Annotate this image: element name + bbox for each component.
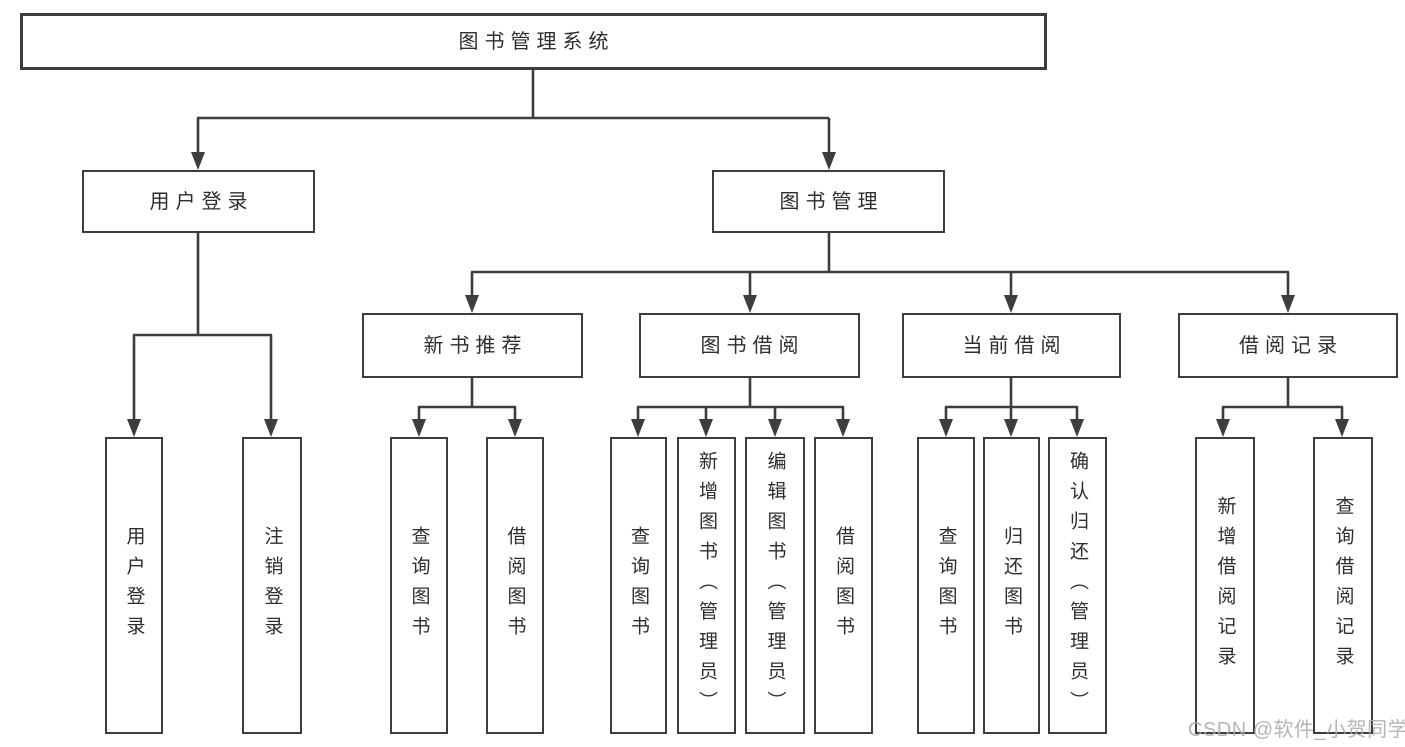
node-current-borrowing: 当前借阅 [902, 313, 1121, 378]
watermark-text: CSDN @软件_小贺同学 [1188, 719, 1405, 741]
leaf-borrowing-edit-books-admin: 编辑图书（管理员） [745, 437, 805, 734]
leaf-user-login-label: 用户登录 [123, 525, 145, 646]
leaf-borrowing-add-books-admin: 新增图书（管理员） [677, 437, 736, 734]
leaf-records-query-record-label: 查询借阅记录 [1332, 495, 1354, 676]
leaf-recommend-query-books: 查询图书 [390, 437, 448, 734]
leaf-borrowing-query-books: 查询图书 [610, 437, 667, 734]
leaf-user-login: 用户登录 [105, 437, 163, 734]
node-borrow-records-label: 借阅记录 [1239, 334, 1343, 357]
leaf-recommend-borrow-books: 借阅图书 [486, 437, 544, 734]
node-user-login: 用户登录 [82, 170, 315, 233]
leaf-records-add-record: 新增借阅记录 [1195, 437, 1255, 734]
leaf-current-query-books-label: 查询图书 [935, 525, 957, 646]
node-book-borrowing: 图书借阅 [639, 313, 860, 378]
leaf-borrowing-borrow-books: 借阅图书 [814, 437, 873, 734]
leaf-records-add-record-label: 新增借阅记录 [1214, 495, 1236, 676]
leaf-borrowing-edit-books-admin-label: 编辑图书（管理员） [764, 450, 786, 721]
leaf-logout-label: 注销登录 [261, 525, 283, 646]
leaf-records-query-record: 查询借阅记录 [1313, 437, 1373, 734]
leaf-logout: 注销登录 [242, 437, 302, 734]
leaf-current-return-books-label: 归还图书 [1001, 525, 1022, 646]
node-new-book-recommend-label: 新书推荐 [423, 334, 528, 357]
leaf-current-query-books: 查询图书 [917, 437, 975, 734]
leaf-current-return-books: 归还图书 [983, 437, 1040, 734]
node-borrow-records: 借阅记录 [1178, 313, 1398, 378]
leaf-current-confirm-return-admin-label: 确认归还（管理员） [1067, 450, 1088, 721]
leaf-borrowing-query-books-label: 查询图书 [628, 525, 649, 646]
leaf-borrowing-borrow-books-label: 借阅图书 [833, 525, 854, 646]
node-root-label: 图书管理系统 [458, 30, 615, 53]
node-book-borrowing-label: 图书借阅 [700, 334, 805, 357]
leaf-borrowing-add-books-admin-label: 新增图书（管理员） [696, 450, 717, 721]
node-user-login-label: 用户登录 [149, 190, 254, 213]
node-new-book-recommend: 新书推荐 [362, 313, 583, 378]
connector-paths [132, 70, 1344, 421]
node-book-management: 图书管理 [712, 170, 945, 233]
leaf-recommend-borrow-books-label: 借阅图书 [504, 525, 526, 646]
leaf-current-confirm-return-admin: 确认归还（管理员） [1048, 437, 1107, 734]
leaf-recommend-query-books-label: 查询图书 [408, 525, 430, 646]
node-root: 图书管理系统 [20, 13, 1047, 70]
node-current-borrowing-label: 当前借阅 [962, 334, 1067, 357]
node-book-management-label: 图书管理 [779, 190, 884, 213]
